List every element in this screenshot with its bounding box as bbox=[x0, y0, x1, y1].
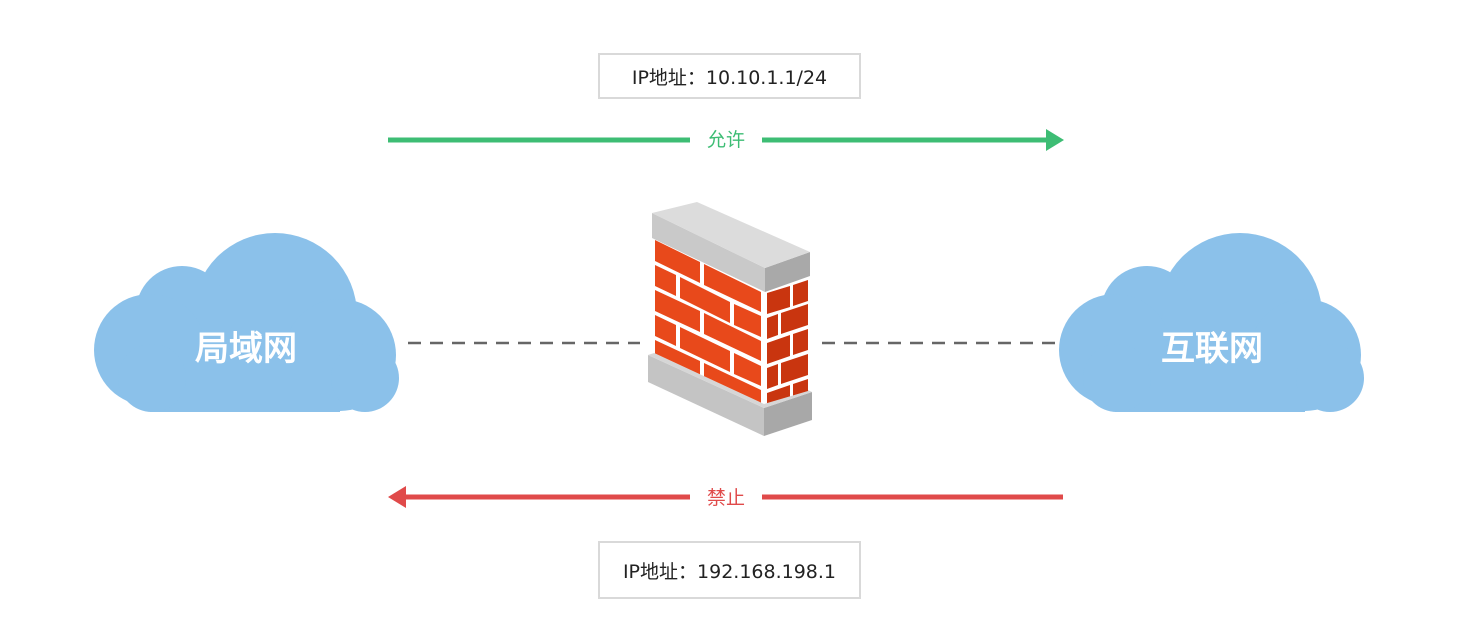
arrow-right-icon bbox=[1046, 129, 1064, 151]
arrow-left-icon bbox=[388, 486, 406, 508]
cloud-icon bbox=[1059, 233, 1364, 412]
firewall-icon bbox=[648, 202, 812, 436]
deny-arrow bbox=[388, 486, 1063, 508]
ip-address-bottom-text: IP地址：192.168.198.1 bbox=[622, 560, 837, 583]
ip-address-top: IP地址：10.10.1.1/24 bbox=[598, 53, 861, 99]
ip-address-top-text: IP地址：10.10.1.1/24 bbox=[631, 66, 828, 89]
allow-label: 允许 bbox=[690, 128, 762, 152]
deny-label: 禁止 bbox=[690, 486, 762, 510]
internet-label: 互联网 bbox=[1161, 329, 1263, 369]
lan-label: 局域网 bbox=[195, 329, 297, 369]
allow-arrow bbox=[388, 129, 1064, 151]
cloud-icon bbox=[94, 233, 399, 412]
ip-address-bottom: IP地址：192.168.198.1 bbox=[598, 541, 861, 599]
